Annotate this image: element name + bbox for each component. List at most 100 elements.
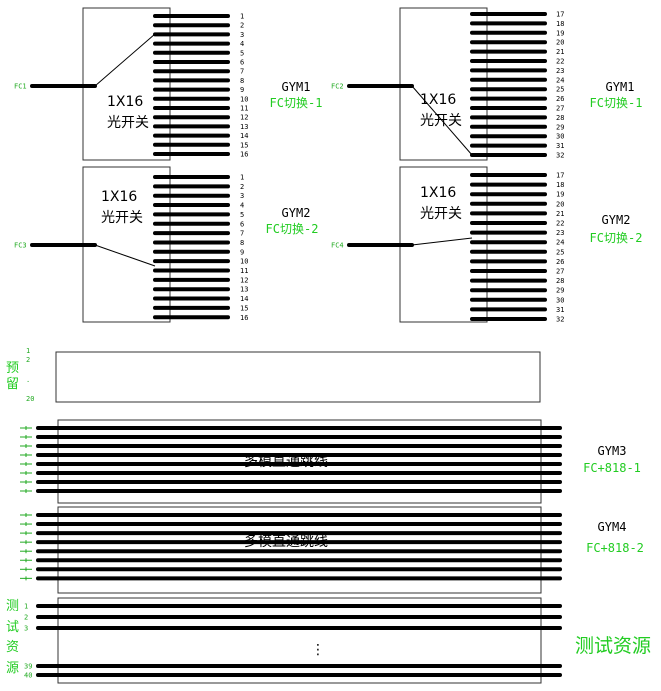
port-number-sw2: 19 (556, 29, 564, 37)
port-number-sw4: 30 (556, 296, 564, 304)
port-number-sw1: 11 (240, 105, 248, 113)
port-number-sw3: 11 (240, 267, 248, 275)
switch-path-line-sw1 (94, 33, 156, 87)
port-number-sw4: 28 (556, 277, 564, 285)
test-resource-box (57, 597, 542, 684)
port-number-sw3: 4 (240, 202, 244, 210)
reserve-number: . (26, 376, 30, 384)
group-sub-gym1-right: FC切换-1 (590, 96, 643, 110)
port-number-sw3: 9 (240, 248, 244, 256)
port-number-sw1: 7 (240, 68, 244, 76)
port-number-sw1: 5 (240, 49, 244, 57)
port-number-sw2: 30 (556, 133, 564, 141)
optical-switch-box-sw3 (82, 166, 171, 323)
port-number-sw2: 28 (556, 114, 564, 122)
test-side-label-2: 资 (6, 640, 19, 655)
port-number-sw2: 20 (556, 39, 564, 47)
port-number-sw2: 31 (556, 142, 564, 150)
test-resource-number: 39 (24, 663, 32, 671)
port-number-sw2: 18 (556, 20, 564, 28)
test-side-label-0: 测 (6, 599, 19, 614)
port-number-sw1: 2 (240, 22, 244, 30)
group-sub-gym2-left: FC切换-2 (266, 222, 319, 236)
group-name-gym4: GYM4 (598, 520, 627, 534)
port-number-sw1: 10 (240, 95, 248, 103)
port-number-sw1: 9 (240, 86, 244, 94)
port-number-sw4: 31 (556, 306, 564, 314)
port-number-sw4: 18 (556, 181, 564, 189)
port-number-sw3: 16 (240, 314, 248, 322)
fc-label-sw2: FC2 (331, 83, 344, 91)
test-side-label-1: 试 (6, 620, 19, 635)
group-name-gym1-right: GYM1 (606, 80, 635, 94)
port-number-sw4: 17 (556, 172, 564, 180)
port-number-sw2: 22 (556, 58, 564, 66)
port-number-sw4: 32 (556, 316, 564, 324)
port-number-sw4: 29 (556, 287, 564, 295)
port-number-sw3: 15 (240, 304, 248, 312)
port-number-sw2: 25 (556, 86, 564, 94)
test-resource-number: 3 (24, 625, 28, 633)
port-number-sw1: 4 (240, 40, 244, 48)
port-number-sw2: 21 (556, 48, 564, 56)
port-number-sw2: 26 (556, 95, 564, 103)
port-number-sw1: 8 (240, 77, 244, 85)
group-sub-gym4: FC+818-2 (586, 541, 644, 555)
group-sub-gym2-right: FC切换-2 (590, 231, 643, 245)
port-number-sw3: 10 (240, 258, 248, 266)
port-number-sw3: 12 (240, 276, 248, 284)
port-number-sw2: 32 (556, 152, 564, 160)
reserve-box (55, 351, 541, 403)
switch-path-line-sw3 (94, 244, 156, 267)
port-number-sw3: 13 (240, 286, 248, 294)
reserve-number: 2 (26, 356, 30, 364)
switch-subtitle-sw3: 光开关 (101, 210, 143, 226)
port-number-sw1: 15 (240, 141, 248, 149)
test-resource-number: 1 (24, 603, 28, 611)
port-number-sw4: 19 (556, 191, 564, 199)
switch-title-sw3: 1X16 (101, 189, 137, 205)
switch-subtitle-sw2: 光开关 (420, 113, 462, 129)
jumper-title-gym4: 多模直通跳线 (244, 533, 328, 550)
port-number-sw1: 3 (240, 31, 244, 39)
port-number-sw3: 5 (240, 211, 244, 219)
port-number-sw3: 8 (240, 239, 244, 247)
port-number-sw4: 22 (556, 220, 564, 228)
port-number-sw3: 3 (240, 192, 244, 200)
test-ellipsis: ⋮ (311, 642, 325, 658)
switch-title-sw2: 1X16 (420, 92, 456, 108)
reserve-number: 20 (26, 395, 34, 403)
group-name-gym2-left: GYM2 (282, 206, 311, 220)
test-resource-number: 40 (24, 672, 32, 680)
port-number-sw1: 1 (240, 13, 244, 21)
port-number-sw4: 27 (556, 268, 564, 276)
fc-label-sw3: FC3 (14, 242, 27, 250)
port-number-sw2: 27 (556, 105, 564, 113)
port-number-sw3: 2 (240, 183, 244, 191)
port-number-sw3: 6 (240, 220, 244, 228)
reserve-number: 1 (26, 347, 30, 355)
test-side-label-3: 源 (6, 661, 19, 676)
port-number-sw2: 29 (556, 123, 564, 131)
port-number-sw3: 14 (240, 295, 248, 303)
port-number-sw2: 17 (556, 11, 564, 19)
switch-path-line-sw2 (411, 85, 473, 156)
group-name-gym3: GYM3 (598, 444, 627, 458)
port-number-sw4: 23 (556, 229, 564, 237)
test-resource-big-label: 测试资源 (575, 635, 651, 657)
group-sub-gym3: FC+818-1 (583, 461, 641, 475)
port-number-sw3: 7 (240, 230, 244, 238)
port-number-sw4: 25 (556, 248, 564, 256)
port-number-sw3: 1 (240, 174, 244, 182)
switch-subtitle-sw1: 光开关 (107, 115, 149, 131)
test-resource-number: 2 (24, 614, 28, 622)
port-number-sw1: 12 (240, 114, 248, 122)
port-number-sw1: 13 (240, 123, 248, 131)
reserve-label-2: 留 (6, 377, 19, 392)
switch-path-line-sw4 (411, 237, 473, 246)
fc-label-sw4: FC4 (331, 242, 344, 250)
port-number-sw2: 24 (556, 76, 564, 84)
port-number-sw1: 16 (240, 151, 248, 159)
port-number-sw4: 26 (556, 258, 564, 266)
